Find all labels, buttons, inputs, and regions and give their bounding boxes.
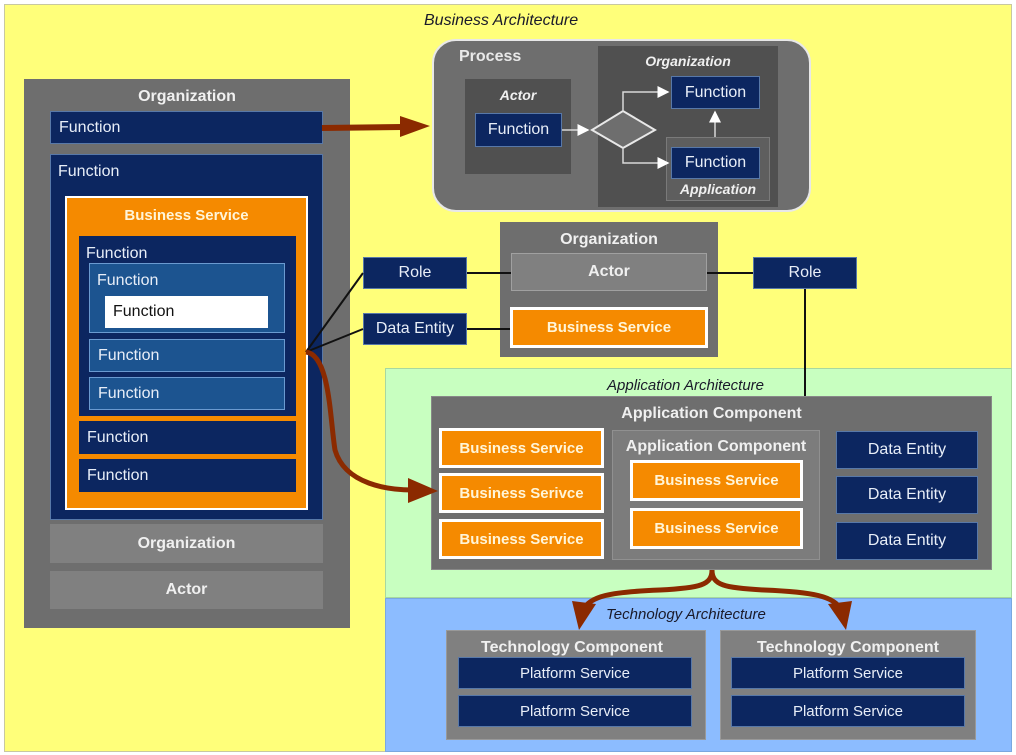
app-data-entity-1[interactable]: Data Entity	[836, 431, 978, 469]
decision-diamond-icon	[590, 109, 657, 150]
function-outer-label: Function	[58, 163, 120, 180]
function-d-label: Function	[87, 466, 149, 484]
process-app-function[interactable]: Function	[671, 147, 760, 179]
link-service-to-data-entity-left	[305, 328, 364, 353]
platform-service-2b-label: Platform Service	[792, 702, 904, 720]
organization-bar[interactable]: Organization	[50, 524, 323, 563]
platform-service-1a[interactable]: Platform Service	[458, 657, 692, 689]
inner-business-service-2-label: Business Service	[654, 520, 779, 537]
business-service-title: Business Service	[124, 207, 249, 224]
middle-business-service[interactable]: Business Service	[510, 307, 708, 348]
app-data-entity-2[interactable]: Data Entity	[836, 476, 978, 514]
app-business-service-3-label: Business Service	[459, 530, 584, 548]
role-right[interactable]: Role	[753, 257, 857, 289]
business-architecture-label: Business Architecture	[424, 12, 579, 29]
role-left-label: Role	[398, 264, 432, 281]
platform-service-1b-label: Platform Service	[519, 702, 631, 720]
app-business-service-3[interactable]: Business Service	[439, 519, 604, 559]
technology-component-1-title: Technology Component	[481, 639, 663, 656]
process-title: Process	[459, 48, 522, 65]
function-a-label: Function	[98, 346, 160, 364]
function-group-label: Function	[86, 245, 148, 262]
organization-bar-label: Organization	[137, 534, 236, 552]
inner-business-service-1-label: Business Service	[654, 472, 779, 489]
data-entity-left[interactable]: Data Entity	[363, 313, 467, 345]
process-actor-function-label: Function	[487, 121, 550, 138]
actor-bar[interactable]: Actor	[50, 571, 323, 609]
platform-service-2a-label: Platform Service	[792, 664, 904, 682]
function-b[interactable]: Function	[89, 377, 285, 410]
role-right-label: Role	[788, 264, 822, 281]
process-organization-label: Organization	[645, 53, 731, 69]
platform-service-1b[interactable]: Platform Service	[458, 695, 692, 727]
app-data-entity-3-label: Data Entity	[867, 532, 947, 549]
function-c[interactable]: Function	[79, 421, 296, 454]
inner-business-service-1[interactable]: Business Service	[630, 460, 803, 501]
left-organization-title: Organization	[138, 88, 236, 105]
function-d[interactable]: Function	[79, 459, 296, 492]
process-flow-decision-to-org-function	[622, 86, 670, 111]
process-org-function[interactable]: Function	[671, 76, 760, 109]
app-business-service-2-label: Business Serivce	[459, 484, 584, 502]
middle-actor[interactable]: Actor	[511, 253, 707, 291]
app-data-entity-1-label: Data Entity	[867, 441, 947, 458]
actor-bar-label: Actor	[165, 581, 208, 598]
arrow-service-to-app-service	[305, 349, 438, 503]
function-top[interactable]: Function	[50, 111, 323, 144]
arrow-function-to-process	[321, 116, 430, 137]
process-org-function-label: Function	[684, 83, 747, 101]
middle-actor-label: Actor	[588, 263, 630, 280]
link-service-to-role-left	[305, 272, 364, 353]
process-flow-decision-to-app-function	[622, 148, 670, 169]
arrow-app-to-technology	[572, 569, 852, 630]
platform-service-2a[interactable]: Platform Service	[731, 657, 965, 689]
process-app-function-label: Function	[684, 154, 747, 171]
application-architecture-label: Application Architecture	[607, 377, 765, 394]
middle-business-service-label: Business Service	[546, 319, 672, 336]
inner-business-service-2[interactable]: Business Service	[630, 508, 803, 549]
data-entity-left-label: Data Entity	[375, 320, 455, 337]
function-top-label: Function	[59, 118, 121, 136]
function-highlight[interactable]: Function	[105, 296, 268, 328]
role-left[interactable]: Role	[363, 257, 467, 289]
process-actor-label: Actor	[499, 87, 537, 103]
app-business-service-2[interactable]: Business Serivce	[439, 473, 604, 513]
app-business-service-1-label: Business Service	[459, 439, 584, 457]
process-actor-function[interactable]: Function	[475, 113, 562, 147]
technology-architecture-label: Technology Architecture	[606, 606, 766, 623]
app-data-entity-2-label: Data Entity	[867, 486, 947, 503]
function-highlight-label: Function	[113, 303, 175, 320]
platform-service-1a-label: Platform Service	[519, 664, 631, 682]
app-data-entity-3[interactable]: Data Entity	[836, 522, 978, 560]
technology-component-2-title: Technology Component	[757, 639, 939, 656]
middle-organization-title: Organization	[560, 231, 658, 248]
function-c-label: Function	[87, 428, 149, 446]
application-component-title: Application Component	[621, 405, 802, 422]
platform-service-2b[interactable]: Platform Service	[731, 695, 965, 727]
function-b-label: Function	[98, 384, 160, 402]
app-business-service-1[interactable]: Business Service	[439, 428, 604, 468]
inner-application-component-title: Application Component	[625, 438, 807, 455]
function-a[interactable]: Function	[89, 339, 285, 372]
process-application-label: Application	[679, 181, 757, 197]
function-inner-label: Function	[97, 272, 159, 289]
